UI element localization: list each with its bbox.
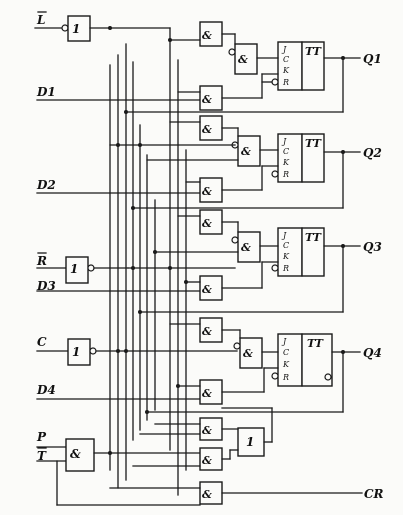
label-C: C bbox=[37, 335, 47, 349]
and-2c-symbol: & bbox=[202, 185, 212, 198]
label-Q1: Q1 bbox=[363, 52, 382, 66]
ff4-pin-J: J bbox=[281, 337, 287, 346]
gate-symbols: 1 1 1 & & & & & & & & & & & & & & & 1 & bbox=[70, 22, 254, 501]
stage-3 bbox=[127, 209, 361, 313]
and-4b-symbol: & bbox=[243, 347, 253, 360]
input-C-line bbox=[36, 338, 141, 366]
flipflop-2 bbox=[277, 133, 303, 183]
flipflop-1 bbox=[277, 41, 303, 91]
ff1-type: TT bbox=[305, 45, 322, 58]
ff1-pin-R: R bbox=[282, 78, 289, 87]
label-P: P bbox=[36, 430, 47, 444]
label-D1: D1 bbox=[36, 85, 56, 99]
label-L: L bbox=[36, 13, 45, 27]
and-gate-3b bbox=[237, 231, 261, 263]
or-gate-carry bbox=[237, 427, 265, 457]
ff2-pin-K: K bbox=[282, 158, 290, 167]
ff2-pin-R: R bbox=[282, 170, 289, 179]
and-gate-2b bbox=[237, 135, 261, 167]
and-5a-symbol: & bbox=[202, 424, 212, 437]
inverter-R-symbol: 1 bbox=[70, 262, 78, 276]
carry-logic bbox=[109, 407, 363, 505]
label-R: R bbox=[36, 254, 47, 268]
input-R-line bbox=[36, 256, 129, 284]
bus-lines bbox=[109, 27, 187, 496]
label-Q4: Q4 bbox=[363, 346, 382, 360]
and-cr-symbol: & bbox=[202, 488, 212, 501]
and-3b-symbol: & bbox=[241, 241, 251, 254]
and-2a-symbol: & bbox=[202, 123, 212, 136]
and-3a-symbol: & bbox=[202, 217, 212, 230]
inverter-L-symbol: 1 bbox=[72, 22, 80, 36]
input-PT-and bbox=[36, 438, 201, 506]
and-gate-PT bbox=[65, 438, 95, 472]
ff3-pin-K: K bbox=[282, 252, 290, 261]
stage-4 bbox=[116, 317, 361, 413]
and-gate-1b bbox=[234, 43, 258, 75]
ff3-type: TT bbox=[305, 231, 322, 244]
and-4c-symbol: & bbox=[202, 387, 212, 400]
input-L-line bbox=[34, 15, 171, 42]
label-Q2: Q2 bbox=[363, 146, 382, 160]
and-1b-symbol: & bbox=[238, 53, 248, 66]
inverter-R bbox=[65, 256, 89, 284]
ff4-pin-C: C bbox=[283, 348, 289, 357]
ff2-type: TT bbox=[305, 137, 322, 150]
and-1c-symbol: & bbox=[202, 93, 212, 106]
and-1a-symbol: & bbox=[202, 29, 212, 42]
ff1-pin-K: K bbox=[282, 66, 290, 75]
label-Q3: Q3 bbox=[363, 240, 382, 254]
label-CR: CR bbox=[364, 487, 384, 501]
stage-2 bbox=[109, 115, 361, 209]
and-3c-symbol: & bbox=[202, 283, 212, 296]
ff2-pin-C: C bbox=[283, 147, 289, 156]
ff3-pin-C: C bbox=[283, 241, 289, 250]
ff4-pin-K: K bbox=[282, 360, 290, 369]
label-D3: D3 bbox=[36, 279, 56, 293]
ff4-type: TT bbox=[307, 337, 324, 350]
inverter-C-symbol: 1 bbox=[72, 345, 80, 359]
ff1-pin-J: J bbox=[281, 45, 287, 54]
flipflop-3 bbox=[277, 227, 303, 277]
label-D2: D2 bbox=[36, 178, 56, 192]
and-PT-symbol: & bbox=[70, 447, 81, 461]
io-labels: L D1 D2 R D3 C D4 P T Q1 Q2 Q3 Q4 CR bbox=[36, 11, 384, 501]
and-5b-symbol: & bbox=[202, 454, 212, 467]
and-4a-symbol: & bbox=[202, 325, 212, 338]
ff4-pin-R: R bbox=[282, 373, 289, 382]
label-D4: D4 bbox=[36, 383, 56, 397]
label-T: T bbox=[37, 449, 47, 463]
and-2b-symbol: & bbox=[241, 145, 251, 158]
junction-dots bbox=[108, 26, 188, 455]
flipflop-labels: J C K R TT J C K R TT J C K R TT J C K R… bbox=[281, 45, 324, 382]
and-gate-4b bbox=[239, 337, 263, 369]
flipflop-4 bbox=[277, 333, 303, 387]
ff3-pin-J: J bbox=[281, 231, 287, 240]
ff2-pin-J: J bbox=[281, 137, 287, 146]
ff1-pin-C: C bbox=[283, 55, 289, 64]
stage-1 bbox=[125, 21, 361, 113]
ff3-pin-R: R bbox=[282, 264, 289, 273]
or-carry-symbol: 1 bbox=[246, 435, 254, 449]
